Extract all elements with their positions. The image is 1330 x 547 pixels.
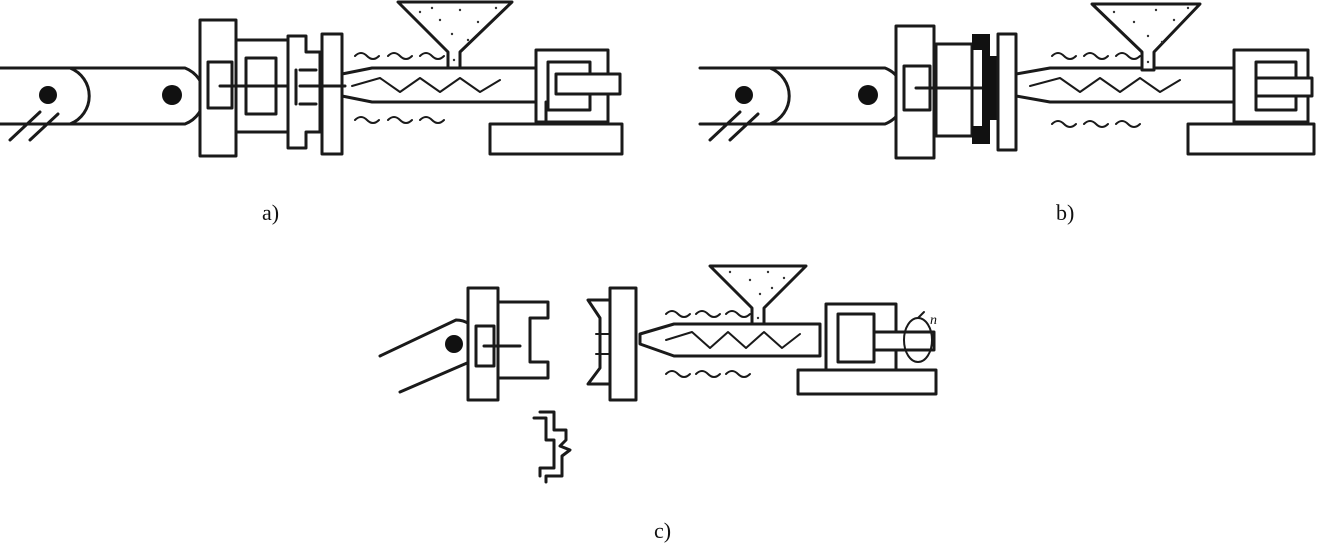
- barrel-screw: [1014, 66, 1240, 104]
- panel-b: b): [698, 0, 1330, 230]
- injection-cylinder: [796, 302, 938, 396]
- caption-a: a): [262, 200, 280, 225]
- heating-wave-icon: [1051, 52, 1141, 128]
- hopper-icon: [708, 264, 808, 326]
- ejected-part-icon: [532, 410, 572, 484]
- panel-c-machine: n: [378, 264, 938, 484]
- toggle-linkage: [698, 66, 906, 142]
- injection-cylinder: [488, 48, 624, 156]
- moving-platen: [894, 24, 992, 160]
- rotation-arrow-icon: [903, 311, 933, 363]
- caption-b: b): [1056, 200, 1075, 225]
- toggle-linkage: [0, 66, 206, 142]
- toggle-linkage-open: [378, 318, 482, 394]
- hopper-icon: [396, 0, 514, 70]
- mold-filled-cavity: [972, 32, 1018, 152]
- injection-cylinder: [1186, 48, 1316, 156]
- mold-closed: [286, 32, 344, 156]
- caption-c: c): [654, 518, 672, 543]
- mold-open-cavity: [586, 286, 638, 402]
- rotation-speed-label: n: [930, 313, 937, 328]
- hopper-icon: [1090, 2, 1202, 72]
- moving-platen: [198, 18, 300, 158]
- heating-wave-icon: [665, 310, 751, 378]
- panel-b-machine: [698, 2, 1316, 160]
- barrel-screw: [298, 66, 548, 104]
- panel-a-machine: [0, 0, 624, 158]
- panel-a: a): [0, 0, 640, 230]
- heating-wave-icon: [354, 52, 445, 124]
- panel-c: n c): [370, 262, 970, 547]
- moving-platen: [466, 286, 550, 402]
- barrel-screw: [638, 322, 822, 358]
